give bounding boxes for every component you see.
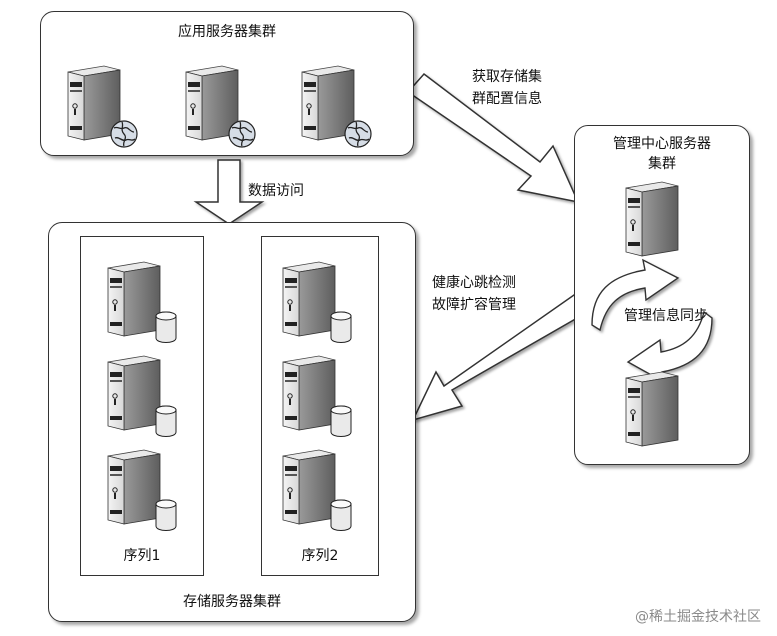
server-tower-icon-with-database <box>107 261 177 343</box>
heartbeat-arrow <box>411 286 600 422</box>
app-server-1 <box>62 62 138 148</box>
manager-cluster-title-line1: 管理中心服务器 <box>613 136 711 152</box>
manager-cluster-title-line2: 集群 <box>648 156 676 172</box>
server-tower-icon <box>625 371 679 447</box>
manager-server-1 <box>620 178 692 262</box>
server-tower-icon-with-database <box>282 449 352 531</box>
server-tower-icon-with-globe <box>185 65 256 148</box>
storage-cluster-title: 存储服务器集群 <box>183 594 281 610</box>
server-tower-icon-with-database <box>282 261 352 343</box>
fetch-config-label-line2: 群配置信息 <box>472 91 542 107</box>
heartbeat-label-line2: 故障扩容管理 <box>432 297 516 313</box>
storage-seq1-server-2 <box>102 352 177 437</box>
server-tower-icon-with-globe <box>301 65 372 148</box>
storage-seq1-server-3 <box>102 446 177 531</box>
storage-seq2-server-3 <box>277 446 352 531</box>
app-cluster-title: 应用服务器集群 <box>178 24 276 40</box>
fetch-config-label-line1: 获取存储集 <box>472 69 542 85</box>
data-access-arrow <box>193 159 265 225</box>
server-tower-icon-with-database <box>107 355 177 437</box>
sequence-1-label: 序列1 <box>123 548 161 564</box>
sequence-2-label: 序列2 <box>301 548 339 564</box>
app-server-2 <box>180 62 256 148</box>
app-server-3 <box>296 62 372 148</box>
manager-server-2 <box>620 368 692 452</box>
storage-seq1-server-1 <box>102 258 177 343</box>
server-tower-icon-with-database <box>107 449 177 531</box>
data-access-label: 数据访问 <box>248 183 304 199</box>
curved-sync-arrow-icon <box>591 258 713 384</box>
sync-label: 管理信息同步 <box>624 308 708 324</box>
heartbeat-label-line1: 健康心跳检测 <box>432 275 516 291</box>
server-tower-icon <box>625 181 679 257</box>
storage-seq2-server-1 <box>277 258 352 343</box>
storage-seq2-server-2 <box>277 352 352 437</box>
fetch-config-arrow <box>406 72 580 204</box>
server-tower-icon-with-database <box>282 355 352 437</box>
watermark: @稀土掘金技术社区 <box>635 609 761 625</box>
server-tower-icon-with-globe <box>67 65 138 148</box>
